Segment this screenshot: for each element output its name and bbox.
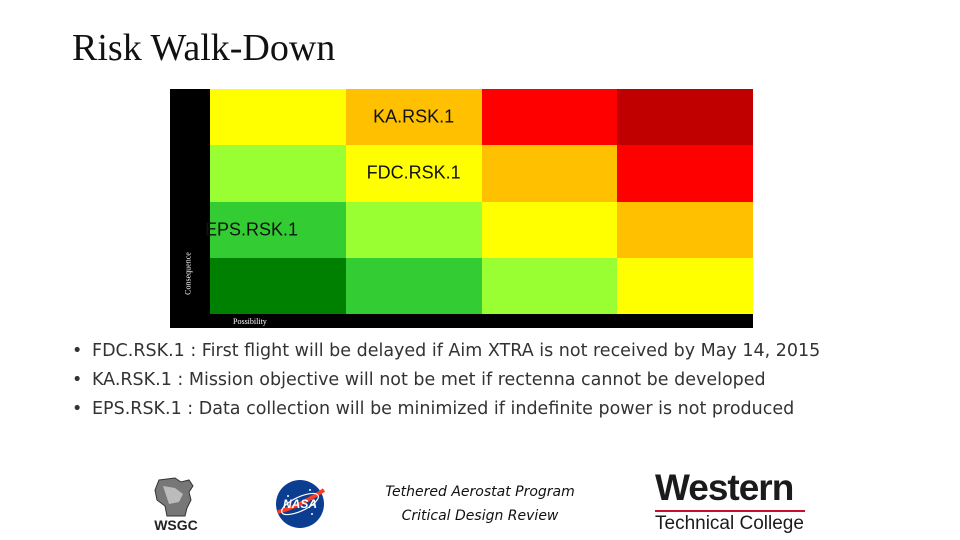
western-logo-wordmark: Western	[655, 467, 794, 508]
svg-text:NASA: NASA	[283, 497, 317, 511]
matrix-cell	[617, 89, 753, 146]
risk-bullet-list: FDC.RSK.1 : First flight will be delayed…	[72, 342, 892, 429]
risk-label-ka: KA.RSK.1	[373, 106, 455, 127]
footer-caption: Tethered Aerostat Program Critical Desig…	[370, 480, 590, 528]
risk-label-fdc: FDC.RSK.1	[366, 162, 461, 183]
footer-line-1: Tethered Aerostat Program	[385, 484, 575, 500]
y-axis-label: Consequence	[176, 239, 200, 319]
risk-matrix: KA.RSK.1 FDC.RSK.1 EPS.RSK.1 Consequence…	[170, 89, 753, 328]
x-axis-label: Possibility	[233, 317, 267, 326]
slide-title: Risk Walk-Down	[72, 27, 336, 69]
nasa-logo: NASA	[272, 476, 328, 532]
bullet-fdc: FDC.RSK.1 : First flight will be delayed…	[72, 342, 892, 361]
matrix-cell	[481, 89, 618, 146]
matrix-cell	[345, 201, 482, 258]
risk-matrix-grid: KA.RSK.1 FDC.RSK.1 EPS.RSK.1	[205, 89, 753, 314]
svg-text:WSGC: WSGC	[154, 517, 198, 532]
matrix-cell	[617, 201, 753, 258]
western-logo-subtitle: Technical College	[655, 510, 805, 534]
y-axis-label-text: Consequence	[183, 252, 193, 295]
bullet-ka: KA.RSK.1 : Mission objective will not be…	[72, 370, 892, 390]
matrix-cell	[481, 201, 618, 258]
western-technical-college-logo: Western Technical College	[655, 468, 805, 534]
matrix-cell: EPS.RSK.1	[205, 201, 346, 258]
nasa-meatball-icon: NASA	[276, 480, 326, 528]
wsgc-logo: WSGC	[145, 476, 207, 533]
risk-label-eps: EPS.RSK.1	[205, 219, 299, 240]
matrix-cell	[210, 89, 346, 146]
matrix-cell	[210, 257, 346, 314]
matrix-cell: FDC.RSK.1	[345, 145, 482, 202]
matrix-cell	[481, 145, 618, 202]
matrix-cell: KA.RSK.1	[345, 89, 482, 146]
matrix-cell	[617, 145, 753, 202]
matrix-cell	[210, 145, 346, 202]
wisconsin-map-icon: WSGC	[154, 477, 198, 533]
matrix-cell	[617, 257, 753, 314]
matrix-cell	[481, 257, 618, 314]
matrix-cell	[345, 257, 482, 314]
footer-line-2: Critical Design Review	[401, 508, 559, 524]
bullet-eps: EPS.RSK.1 : Data collection will be mini…	[72, 399, 892, 419]
